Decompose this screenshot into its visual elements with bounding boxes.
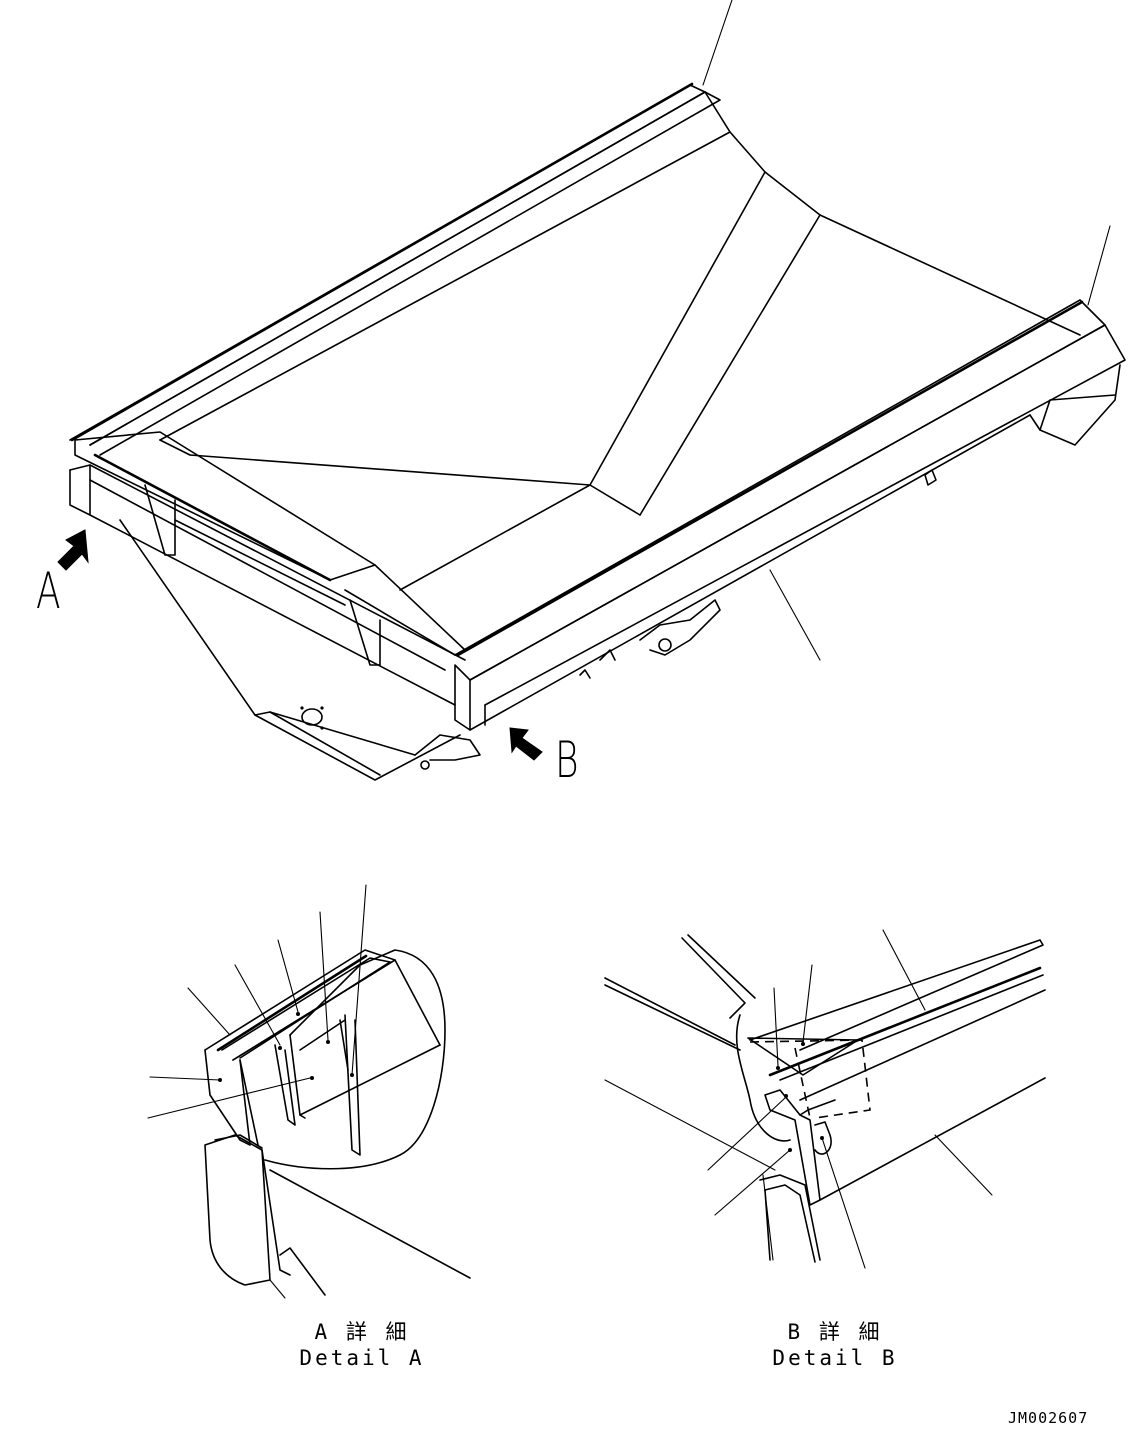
detail-a-drawing xyxy=(147,884,471,1299)
drawing-code: JM002607 xyxy=(1008,1409,1089,1427)
detail-a-caption-jp: A 詳 細 xyxy=(314,1320,410,1344)
arrow-b-label: B xyxy=(555,731,579,789)
detail-b-drawing xyxy=(604,929,1046,1269)
dump-body-main-view xyxy=(57,0,1126,781)
arrow-a-label: A xyxy=(36,562,61,620)
detail-a-caption-en: Detail A xyxy=(299,1346,425,1370)
detail-b-caption-en: Detail B xyxy=(772,1346,898,1370)
detail-b-caption-jp: B 詳 細 xyxy=(787,1320,883,1344)
